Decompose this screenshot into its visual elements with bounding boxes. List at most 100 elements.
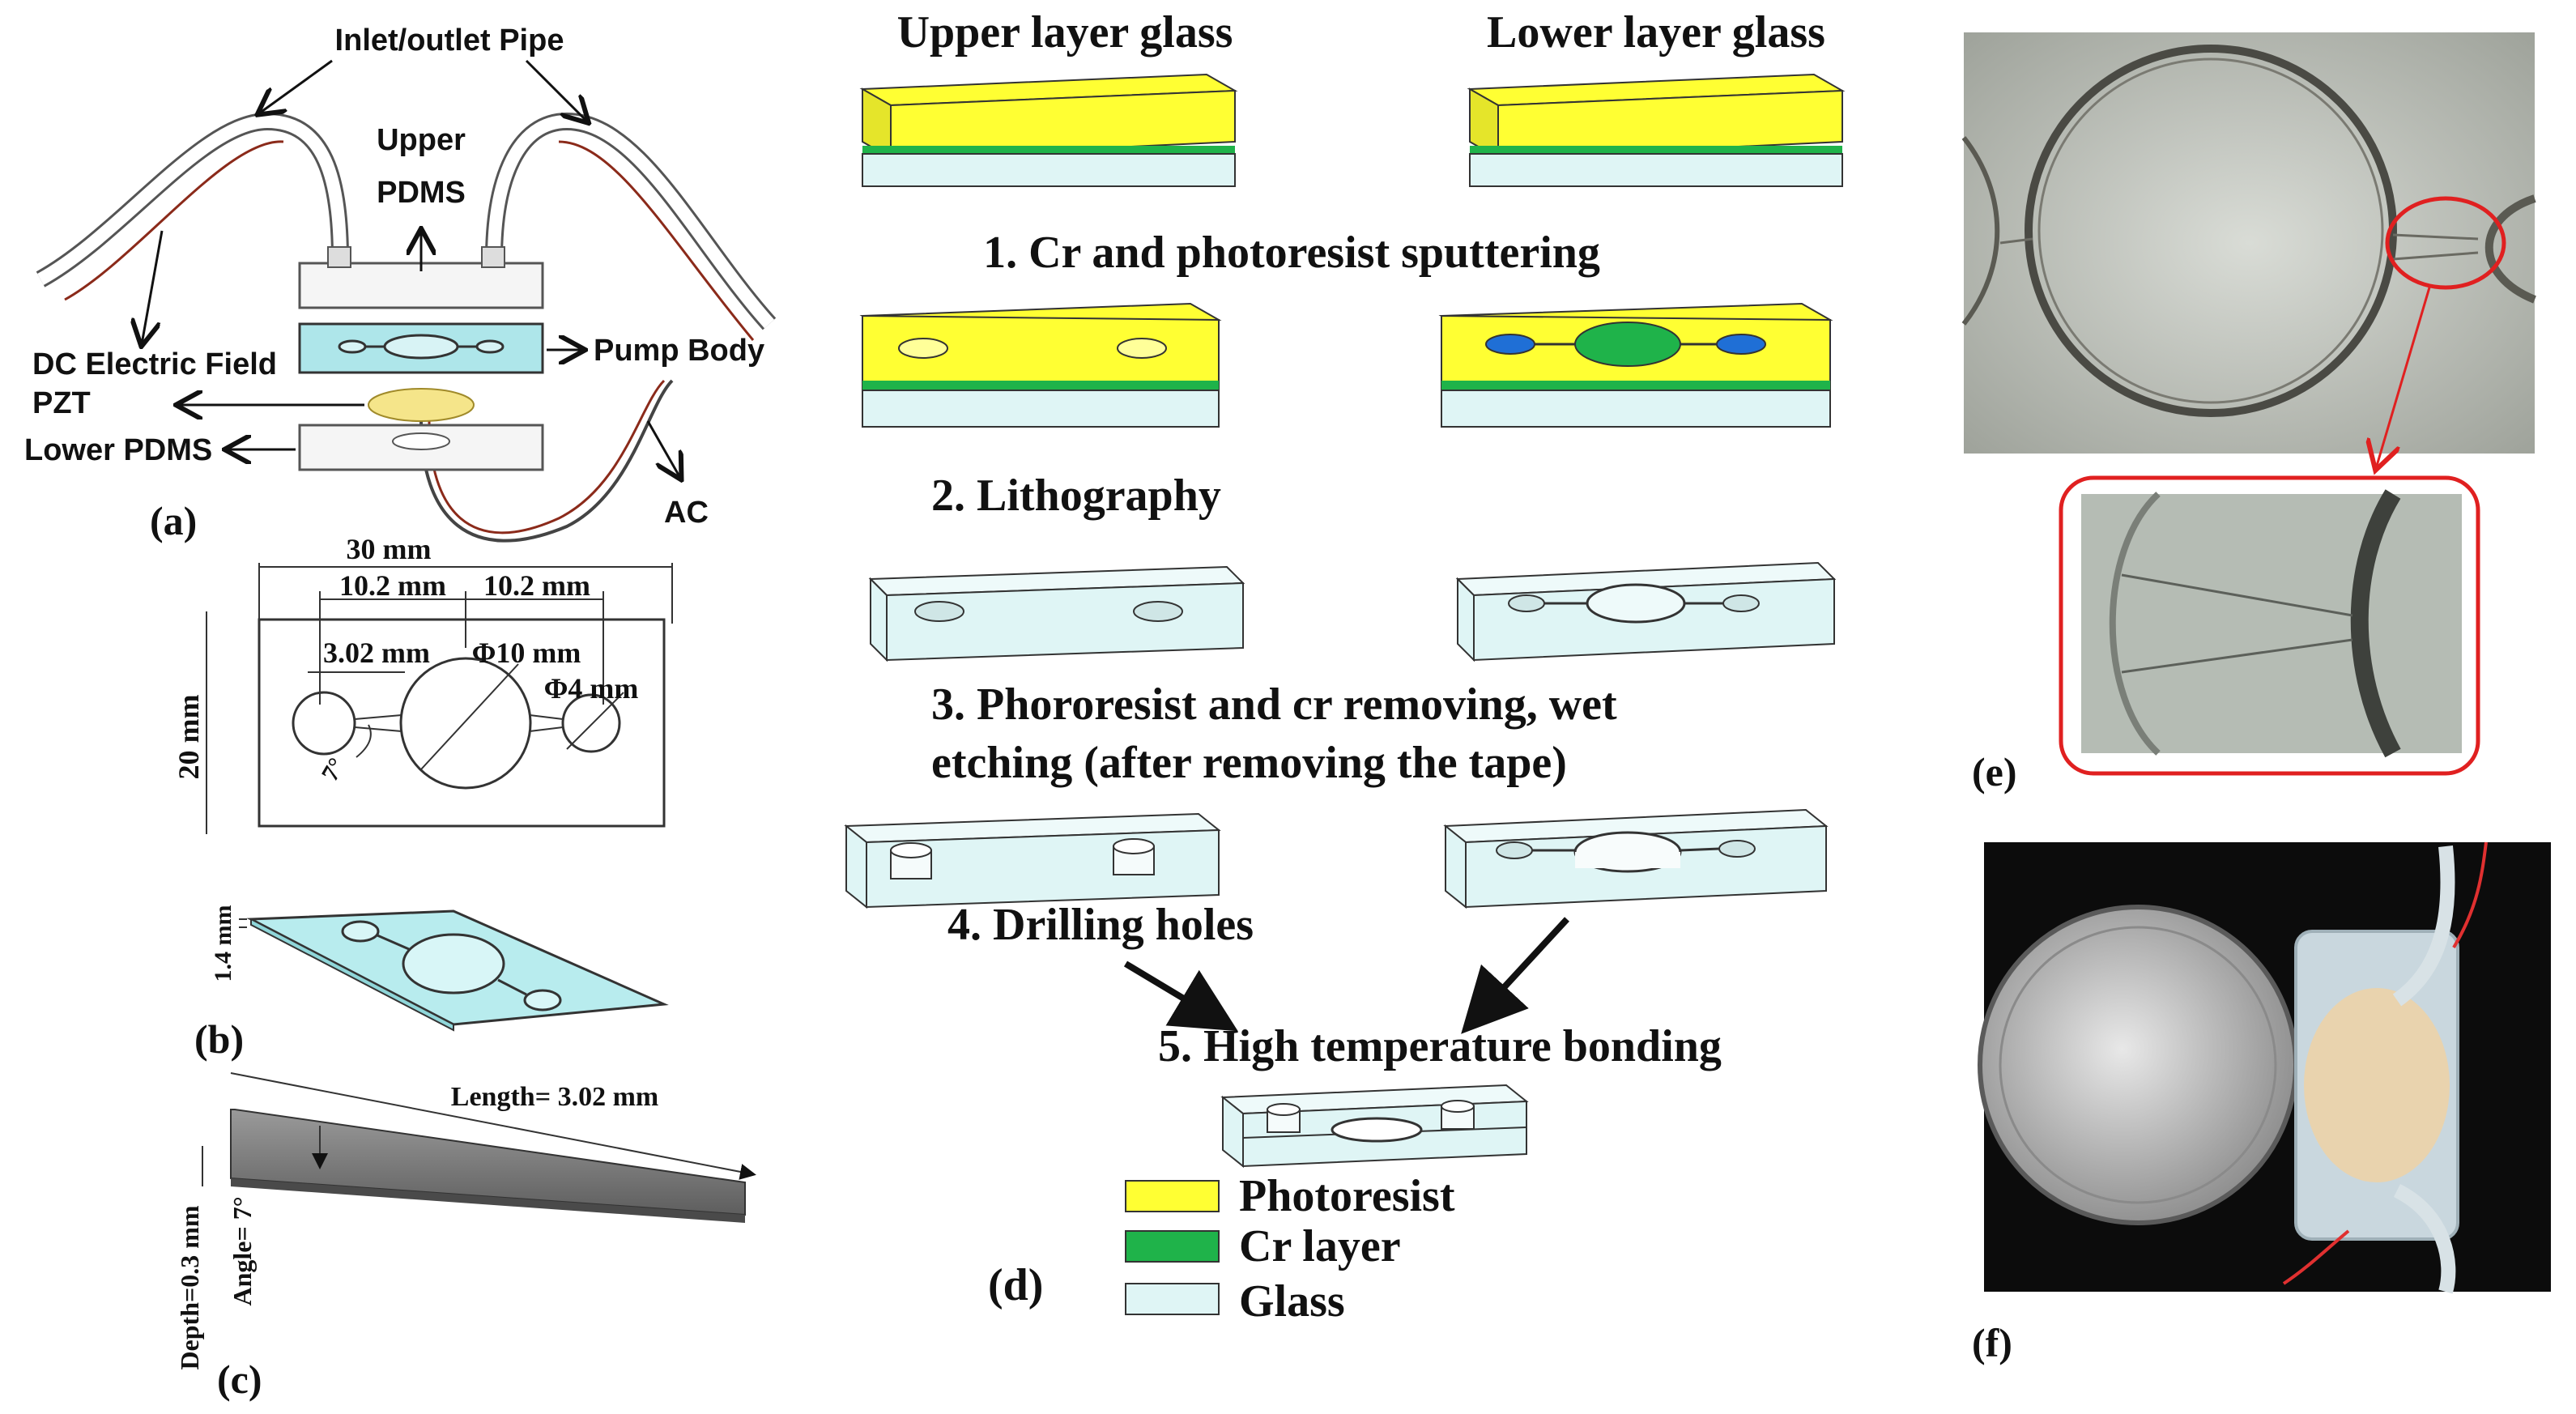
panel-b: 30 mm 10.2 mm 10.2 mm 20 mm 3.02 mm Φ10 …	[172, 533, 673, 1062]
nozzle-wedge-side	[231, 1178, 745, 1223]
chamber-circle	[399, 657, 532, 790]
chip-3d-chamber	[402, 933, 505, 994]
inlet-pipe-inner	[37, 114, 347, 286]
chip-outline	[258, 618, 666, 828]
zoom-nozzle-top	[2121, 573, 2353, 617]
coin-inner-ring	[1999, 926, 2277, 1204]
dim-line-chamber	[420, 663, 519, 770]
dim-seg1: 10.2 mm	[339, 569, 446, 602]
label-upper: Upper	[377, 123, 466, 157]
bonded-chip	[1220, 1084, 1529, 1169]
glass-lower-row3	[1455, 561, 1837, 662]
heading-upper-glass: Upper layer glass	[897, 7, 1233, 57]
zoom-port-arc	[2109, 492, 2161, 756]
stack-upper-row2	[859, 302, 1222, 428]
pump-device-chamber	[2304, 988, 2450, 1182]
pzt-disc	[368, 388, 475, 422]
arrow-to-left-pipe	[259, 59, 333, 113]
panel-b-label: (b)	[194, 1016, 244, 1062]
dim-width: 30 mm	[347, 533, 432, 565]
angle-arc	[356, 724, 372, 758]
stack-lower-row1	[1467, 73, 1846, 187]
panel-f: (f)	[1972, 841, 2551, 1365]
label-inlet-outlet-pipe: Inlet/outlet Pipe	[335, 23, 564, 57]
label-lower-pdms: Lower PDMS	[24, 433, 212, 467]
micro-nozzle-right-b	[2392, 251, 2479, 261]
legend-label-glass: Glass	[1239, 1276, 1345, 1327]
dc-wire-right	[558, 140, 755, 341]
chip-3d-edge	[250, 918, 454, 1032]
pump-tube-bottom	[2393, 1183, 2456, 1294]
upper-pdms-connector-left	[327, 246, 351, 268]
panel-a-label: (a)	[150, 498, 197, 543]
glass-upper-row3	[868, 565, 1245, 662]
length-dim-line	[230, 1072, 756, 1180]
label-dc-electric-field: DC Electric Field	[32, 347, 277, 381]
dim-chamber-dia: Φ10 mm	[472, 637, 581, 669]
legend-label-cr: Cr layer	[1239, 1221, 1401, 1271]
pump-tube-top	[2392, 845, 2455, 1007]
port-left-circle	[292, 691, 356, 756]
stack-lower-row2	[1438, 302, 1833, 428]
step-3b: etching (after removing the tape)	[931, 738, 1567, 788]
step-5: 5. High temperature bonding	[1158, 1021, 1722, 1071]
label-pzt: PZT	[32, 386, 91, 420]
step-3a: 3. Phororesist and cr removing, wet	[931, 679, 1617, 730]
chip-3d-nozzle-r	[497, 978, 527, 996]
legend-swatch-glass	[1125, 1283, 1220, 1315]
ac-wire	[419, 379, 674, 543]
dim-thickness: 1.4 mm	[210, 905, 236, 982]
micro-chamber-inner	[2037, 57, 2384, 404]
nozzle-right-top	[529, 714, 564, 720]
step-2: 2. Lithography	[931, 471, 1221, 521]
stack-upper-row1	[859, 73, 1238, 187]
arrow-left-to-bond	[1123, 960, 1238, 1032]
legend-swatch-photoresist	[1125, 1180, 1220, 1212]
dim-port-dia: Φ4 mm	[544, 672, 639, 705]
chip-3d-port-left	[341, 920, 380, 943]
panel-e-label: (e)	[1972, 749, 2017, 794]
port-right-circle	[561, 693, 621, 753]
dim-angle: 7°	[317, 753, 351, 786]
dim-depth: Depth=0.3 mm	[175, 1205, 204, 1369]
legend-label-photoresist: Photoresist	[1239, 1171, 1455, 1221]
panel-a: Inlet/outlet Pipe Upper PDMS DC Electric…	[24, 23, 777, 543]
legend-swatch-cr	[1125, 1230, 1220, 1263]
lower-pdms-hole	[392, 432, 450, 450]
micro-nozzle-right-a	[2392, 233, 2479, 241]
label-pump-body: Pump Body	[594, 334, 764, 368]
micro-nozzle-left-a	[1999, 237, 2033, 245]
glass-upper-row4	[844, 812, 1221, 909]
pump-chamber	[383, 334, 459, 360]
dim-length: Length= 3.02 mm	[451, 1082, 658, 1112]
step-1: 1. Cr and photoresist sputtering	[983, 228, 1600, 278]
nozzle-left-top	[354, 714, 402, 720]
dim-height: 20 mm	[172, 695, 205, 780]
dc-wire-left	[64, 140, 284, 301]
label-upper-pdms: PDMS	[377, 176, 466, 210]
upper-pdms-connector-right	[481, 246, 505, 268]
micrograph	[1964, 32, 2535, 454]
micro-port-left	[1961, 136, 2000, 326]
panel-d-label: (d)	[988, 1260, 1043, 1310]
heading-lower-glass: Lower layer glass	[1487, 7, 1825, 57]
pump-port-right	[475, 339, 505, 354]
pump-wire-bottom	[2282, 1229, 2350, 1285]
legend: Photoresist Cr layer Glass	[1125, 1171, 1455, 1327]
arrow-right-to-bond	[1461, 917, 1569, 1034]
nozzle-wedge-top	[230, 1109, 746, 1216]
dim-nozzle-length: 3.02 mm	[323, 637, 430, 669]
label-ac: AC	[664, 496, 709, 530]
coin-photo	[1978, 905, 2298, 1225]
nozzle-right-bottom	[529, 726, 564, 732]
ac-wire-red	[428, 379, 666, 535]
arrow-dc-field	[142, 230, 164, 344]
zoom-image	[2081, 494, 2462, 753]
panel-f-label: (f)	[1972, 1320, 2012, 1365]
arrow-ac	[646, 420, 680, 478]
panel-c-label: (c)	[217, 1357, 262, 1402]
dim-angle-c: Angle= 7°	[228, 1196, 257, 1305]
micro-port-right	[2484, 194, 2536, 304]
chip-3d-nozzle-l	[377, 934, 410, 951]
